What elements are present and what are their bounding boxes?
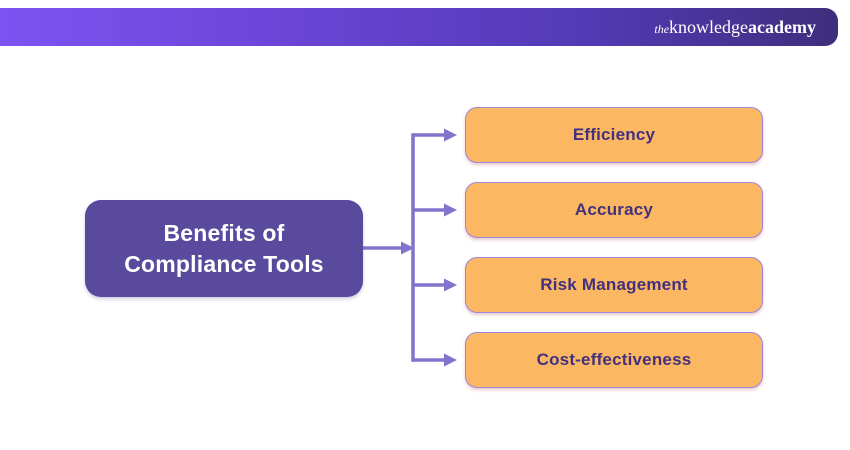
root-node-benefits-of-compliance-tools: Benefits of Compliance Tools [85,200,363,297]
logo-word-the: the [654,21,670,36]
item-node-risk-management: Risk Management [465,257,763,313]
item-node-efficiency: Efficiency [465,107,763,163]
item-label: Risk Management [540,275,688,294]
brand-logo: theknowledgeacademy [654,18,838,37]
logo-word-knowledge: knowledge [669,16,749,37]
item-label: Efficiency [572,125,656,144]
root-node-label-line1: Benefits of [163,219,285,246]
item-label: Accuracy [574,200,654,219]
item-node-accuracy: Accuracy [465,182,763,238]
logo-word-academy: academy [748,16,816,37]
arrowheads [401,128,457,367]
root-node-label-line2: Compliance Tools [124,250,324,277]
item-node-cost-effectiveness: Cost-effectiveness [465,332,763,388]
item-label: Cost-effectiveness [536,350,692,369]
header-bar: theknowledgeacademy [0,8,838,46]
